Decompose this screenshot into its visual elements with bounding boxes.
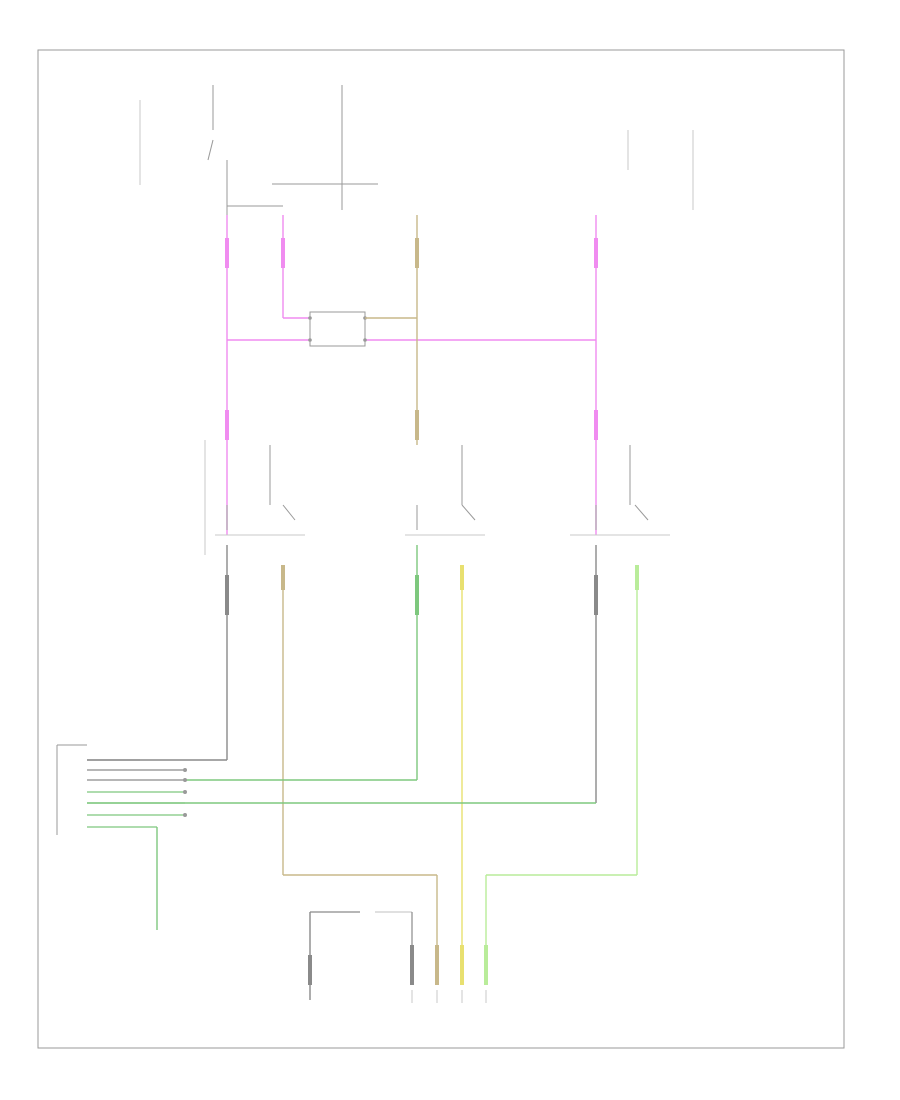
pink-wire-group (225, 215, 598, 535)
light-green-connector-stub (635, 565, 639, 590)
lower-wire-group (87, 545, 639, 945)
pink-connector-stub (281, 238, 285, 268)
trailer-connector (410, 945, 488, 1003)
pink-connector-stub (594, 410, 598, 440)
gray-connector-stub (594, 575, 598, 615)
relay-left (215, 445, 305, 536)
tan-connector-stub (281, 565, 285, 590)
fuse-feed-center (272, 85, 378, 210)
splice-block (308, 311, 367, 347)
tan-connector-stub (415, 410, 419, 440)
ground-circuit (308, 911, 413, 1000)
diagram-frame (37, 49, 845, 1049)
yellow-connector-stub (460, 565, 464, 590)
pink-connector-stub (594, 238, 598, 268)
pink-connector-stub (225, 238, 229, 268)
relay-center (405, 445, 485, 536)
tan-wire-group (365, 215, 419, 445)
pink-connector-stub (225, 410, 229, 440)
tan-connector-stub (415, 238, 419, 268)
left-connector-stack (56, 744, 187, 930)
green-connector-stub (415, 575, 419, 615)
relay-right (570, 445, 670, 536)
gray-connector-stub (225, 575, 229, 615)
fuse-feed-left (207, 85, 283, 215)
